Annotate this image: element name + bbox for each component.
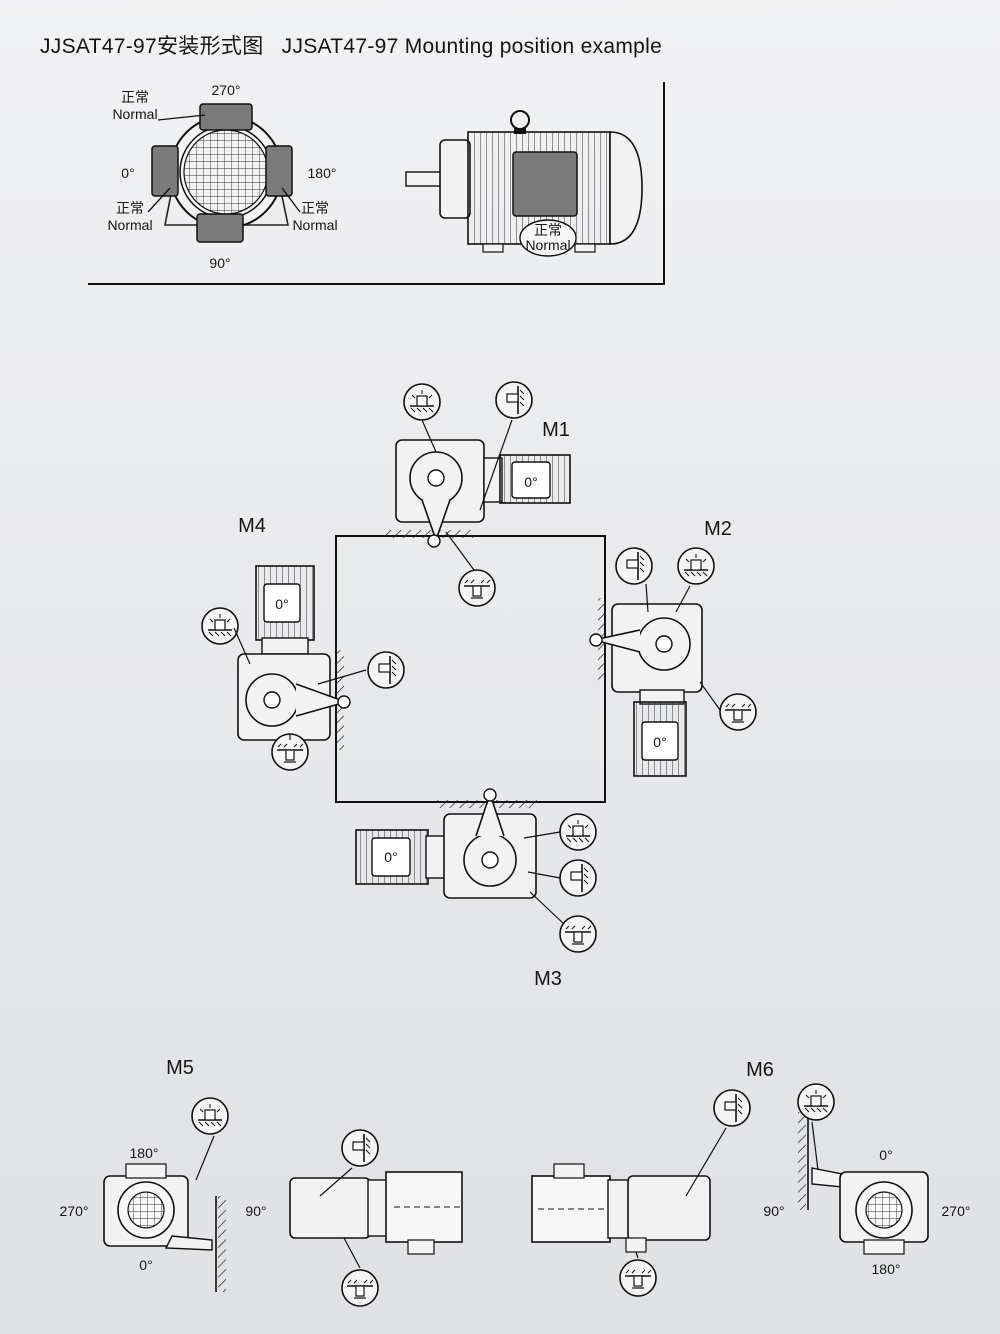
m5-angle-left: 270°: [60, 1203, 89, 1219]
m6-side-housing: [627, 1175, 711, 1241]
terminal-box-180: [265, 145, 293, 197]
m5-angle-bottom: 0°: [139, 1257, 152, 1273]
m1-breather-icon: [403, 383, 441, 421]
m6-angle-bottom: 180°: [872, 1261, 901, 1277]
hatch-top: [385, 530, 475, 538]
normal-cn-top: 正常: [121, 89, 149, 105]
m5-breather-icon: [191, 1097, 229, 1135]
angle-270-label: 270°: [212, 82, 241, 98]
m6-level-plug-icon: [713, 1089, 751, 1127]
m3-drain-icon: [559, 915, 597, 953]
m5-drain-icon: [341, 1269, 379, 1307]
m3-breather-icon: [559, 813, 597, 851]
motor-shaft: [405, 171, 443, 187]
m2-motor-angle: 0°: [653, 734, 666, 750]
normal-en-right: Normal: [292, 217, 337, 233]
position-m1: 0°: [395, 439, 571, 548]
motor-flange: [439, 139, 471, 219]
normal-en-top: Normal: [112, 106, 157, 122]
fan-cover-grid: [183, 129, 269, 215]
terminal-box-90: [196, 213, 244, 243]
m3-level-plug-icon: [559, 859, 597, 897]
m1-label: M1: [542, 419, 570, 441]
m4-label: M4: [238, 515, 266, 537]
m5-angle-right: 90°: [245, 1203, 266, 1219]
normal-cn-left: 正常: [116, 200, 144, 216]
title-english: JJSAT47-97 Mounting position example: [281, 35, 663, 58]
angle-90-label: 90°: [209, 255, 230, 271]
m5-level-plug-icon: [341, 1129, 379, 1167]
position-m3: 0°: [355, 788, 537, 899]
m4-breather-icon: [201, 607, 239, 645]
motor-side-view: [405, 110, 643, 257]
m1-level-plug-icon: [495, 381, 533, 419]
m1-drain-icon: [458, 569, 496, 607]
legend-panel: 270° 180° 0° 90° 正常 Normal 正常 Normal 正常 …: [88, 82, 665, 285]
position-m5: [103, 1163, 463, 1292]
m6-angle-left: 90°: [763, 1203, 784, 1219]
m6-label: M6: [746, 1059, 774, 1081]
terminal-box-side: [512, 151, 578, 217]
terminal-box-270: [199, 103, 253, 131]
normal-en-left: Normal: [107, 217, 152, 233]
page-title: JJSAT47-97安装形式图 JJSAT47-97 Mounting posi…: [40, 30, 662, 60]
m4-motor-angle: 0°: [275, 596, 288, 612]
normal-cn-side: 正常: [534, 222, 562, 238]
m5-angle-top: 180°: [130, 1145, 159, 1161]
lifting-eye: [510, 110, 530, 130]
fan-cover: [609, 131, 643, 245]
m3-motor-angle: 0°: [384, 849, 397, 865]
m1-motor-angle: 0°: [524, 474, 537, 490]
terminal-box-0: [151, 145, 179, 197]
angle-180-label: 180°: [308, 165, 337, 181]
title-chinese: JJSAT47-97安装形式图: [40, 35, 264, 58]
m6-breather-icon: [797, 1083, 835, 1121]
angle-0-label: 0°: [121, 165, 134, 181]
normal-en-side: Normal: [525, 237, 570, 253]
m6-drain-icon: [619, 1259, 657, 1297]
position-m4: 0°: [237, 565, 351, 741]
normal-cn-right: 正常: [301, 200, 329, 216]
m2-label: M2: [704, 518, 732, 540]
m6-wall-hatch: [798, 1112, 806, 1210]
m2-drain-icon: [719, 693, 757, 731]
m6-angle-top: 0°: [879, 1147, 892, 1163]
m2-breather-icon: [677, 547, 715, 585]
m2-level-plug-icon: [615, 547, 653, 585]
m4-level-plug-icon: [367, 651, 405, 689]
m5-wall-hatch: [218, 1196, 226, 1292]
normal-callout: [519, 219, 577, 257]
motor-rear-view: [147, 103, 301, 243]
m3-label: M3: [534, 968, 562, 990]
m5-label: M5: [166, 1057, 194, 1079]
position-m2: 0°: [589, 603, 703, 777]
m6-angle-right: 270°: [942, 1203, 971, 1219]
leader-lines: [195, 419, 819, 1269]
legend-frame: [88, 82, 665, 285]
position-m6: [531, 1112, 929, 1255]
